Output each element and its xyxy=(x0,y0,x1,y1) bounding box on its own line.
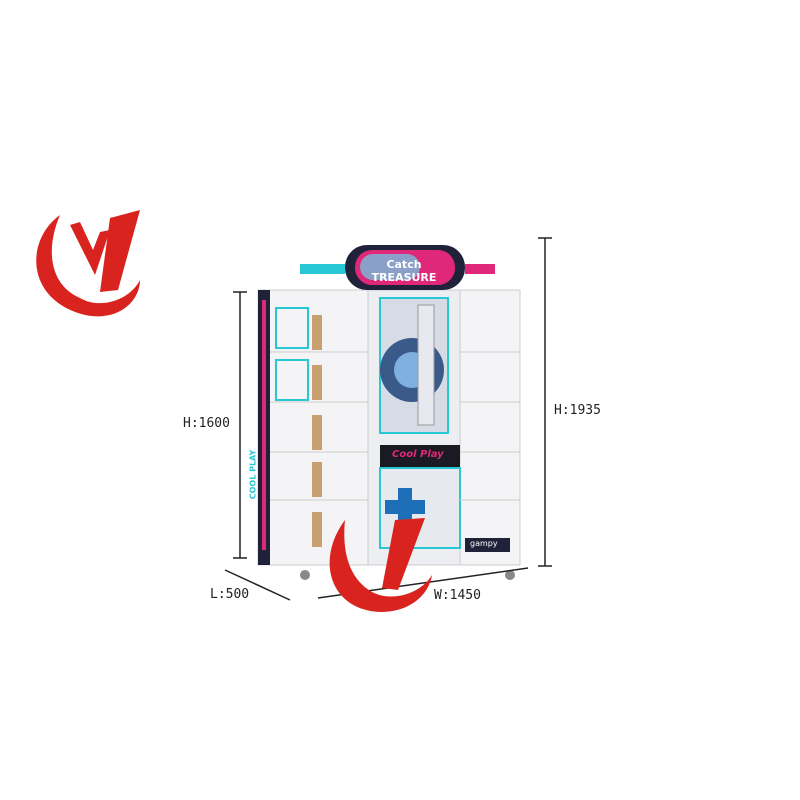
height-right-label: H:1935 xyxy=(554,403,601,418)
panel-label: Cool Play xyxy=(392,449,444,460)
brand-plate: gampy xyxy=(470,539,498,548)
brand-logo-icon xyxy=(36,210,140,317)
cabinet xyxy=(257,245,521,580)
dpad-icon xyxy=(385,488,425,528)
length-label: L:500 xyxy=(210,587,250,602)
watermark-logo-icon xyxy=(329,518,432,612)
marquee-logo: Catch TREASURE xyxy=(371,258,437,284)
side-label: COOL PLAY xyxy=(248,449,258,500)
width-label: W:1450 xyxy=(434,588,481,603)
height-left-label: H:1600 xyxy=(183,416,230,431)
